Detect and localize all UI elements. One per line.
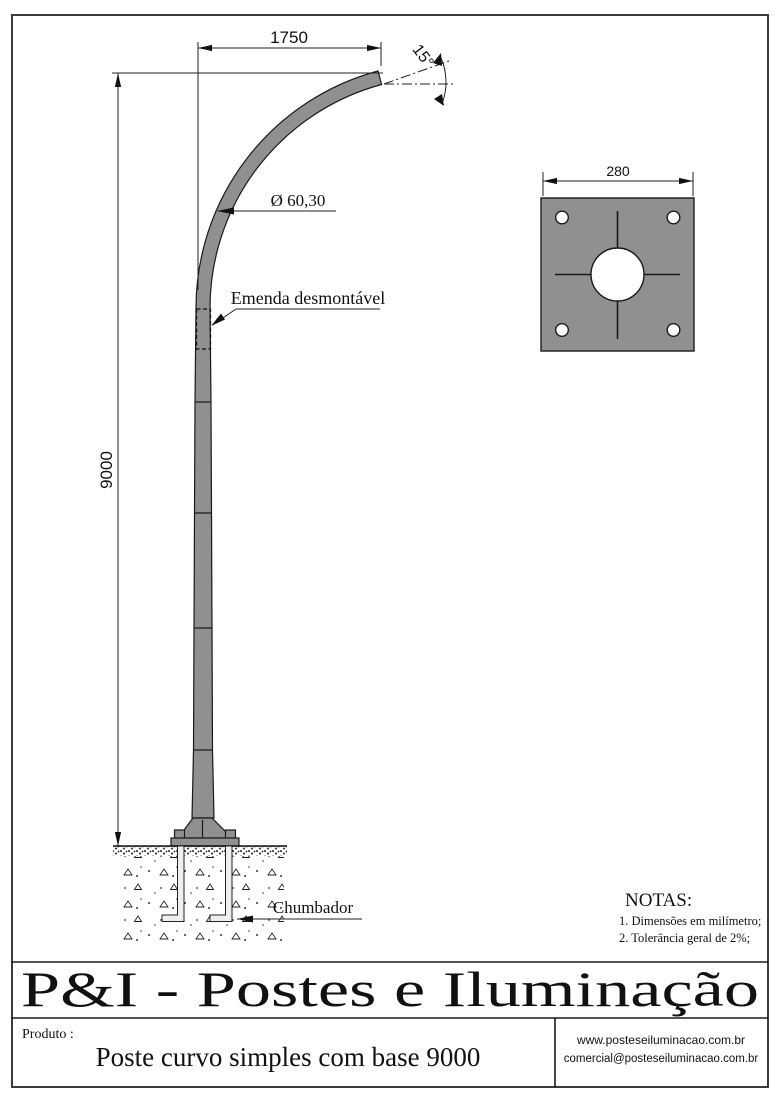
leader-anchor-bolt: Chumbador [237, 898, 362, 923]
anchor-bolt-label: Chumbador [273, 898, 354, 917]
concrete-hatch [122, 856, 284, 944]
bolt-hole [555, 323, 570, 338]
arrowhead-icon [679, 177, 693, 185]
note-item: 2. Tolerância geral de 2%; [619, 931, 750, 945]
bolt-hole [666, 210, 681, 225]
arrowhead-icon [114, 832, 122, 846]
bolt-hole [666, 323, 681, 338]
arrowhead-icon [217, 207, 234, 215]
anchor-nut [224, 829, 237, 839]
notes-block: NOTAS: 1. Dimensões em milímetro; 2. Tol… [619, 890, 761, 945]
anchor-nut [173, 829, 186, 839]
base-gusset [176, 817, 234, 839]
leader-tip-diameter: Ø 60,30 [217, 191, 336, 215]
dim-arm-length-value: 1750 [270, 28, 308, 47]
arrowhead-icon [367, 44, 381, 52]
dimension-tip-angle: 15° [383, 42, 454, 106]
note-item: 1. Dimensões em milímetro; [619, 914, 761, 928]
dim-tip-diameter-value: Ø 60,30 [271, 191, 326, 210]
anchor-bolt-right [209, 845, 233, 922]
pole-shaft [191, 70, 383, 819]
angle-arc [440, 57, 447, 102]
base-plate-side [170, 837, 240, 847]
pole-side-view [170, 70, 383, 847]
splice-label: Emenda desmontável [231, 288, 385, 308]
foundation [113, 845, 287, 944]
arrowhead-icon [433, 53, 442, 66]
dimension-height: 9000 [97, 72, 383, 846]
dim-plate-width-value: 280 [606, 163, 630, 179]
product-name: Poste curvo simples com base 9000 [96, 1042, 481, 1072]
company-name: P&I - Postes e Iluminação [21, 961, 759, 1017]
company-website: www.posteseiluminacao.com.br [576, 1033, 745, 1047]
product-label: Produto : [22, 1027, 74, 1042]
splice-section [195, 308, 212, 350]
anchor-bolt-left [161, 845, 185, 922]
arrowhead-icon [211, 313, 225, 326]
title-block: P&I - Postes e Iluminação Produto : Post… [12, 961, 768, 1087]
bolt-hole [555, 210, 570, 225]
leader-splice: Emenda desmontável [211, 288, 385, 326]
arrowhead-icon [434, 94, 444, 106]
topsoil-hatch [113, 846, 287, 856]
centerline [383, 60, 450, 85]
dimension-arm-length: 1750 [197, 28, 382, 290]
arrowhead-icon [198, 44, 212, 52]
notes-title: NOTAS: [625, 890, 692, 911]
arrowhead-icon [543, 177, 557, 185]
dim-height-value: 9000 [97, 451, 116, 489]
arrowhead-icon [237, 915, 253, 923]
arrowhead-icon [114, 73, 122, 87]
dimension-plate-width: 280 [542, 163, 694, 196]
sheet-border [11, 14, 769, 1088]
base-plate-top-view [540, 197, 695, 352]
pole-hole [590, 247, 645, 302]
company-email: comercial@posteseiluminacao.com.br [564, 1053, 759, 1065]
dim-tip-angle-value: 15° [409, 42, 437, 72]
